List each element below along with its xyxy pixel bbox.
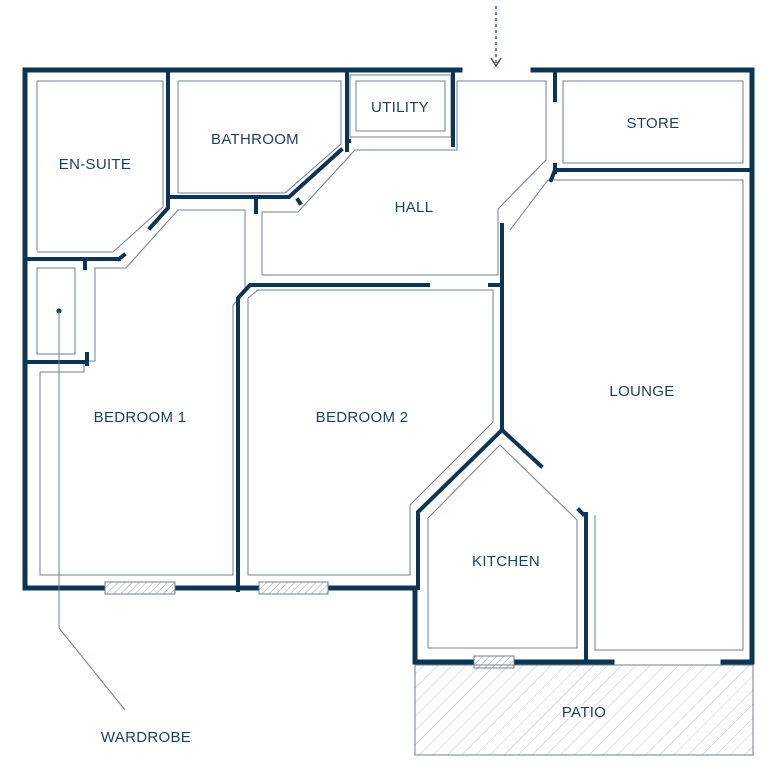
patio (414, 664, 754, 756)
label-bathroom: BATHROOM (211, 131, 299, 148)
label-patio: PATIO (562, 704, 606, 721)
label-bedroom2: BEDROOM 2 (316, 409, 409, 426)
label-wardrobe: WARDROBE (101, 729, 191, 746)
label-ensuite: EN-SUITE (59, 156, 131, 173)
label-kitchen: KITCHEN (472, 553, 540, 570)
windows (104, 581, 515, 669)
interior-walls (25, 70, 754, 664)
room-outlines (36, 74, 744, 651)
label-lounge: LOUNGE (609, 383, 674, 400)
outer-walls (22, 67, 755, 665)
wardrobe-callout (56, 308, 126, 711)
label-store: STORE (627, 115, 680, 132)
label-utility: UTILITY (371, 99, 429, 116)
label-bedroom1: BEDROOM 1 (94, 409, 187, 426)
label-hall: HALL (395, 199, 434, 216)
dashed-arrow-down-icon (490, 6, 502, 68)
room-labels: EN-SUITE BATHROOM UTILITY STORE HALL BED… (59, 99, 680, 746)
